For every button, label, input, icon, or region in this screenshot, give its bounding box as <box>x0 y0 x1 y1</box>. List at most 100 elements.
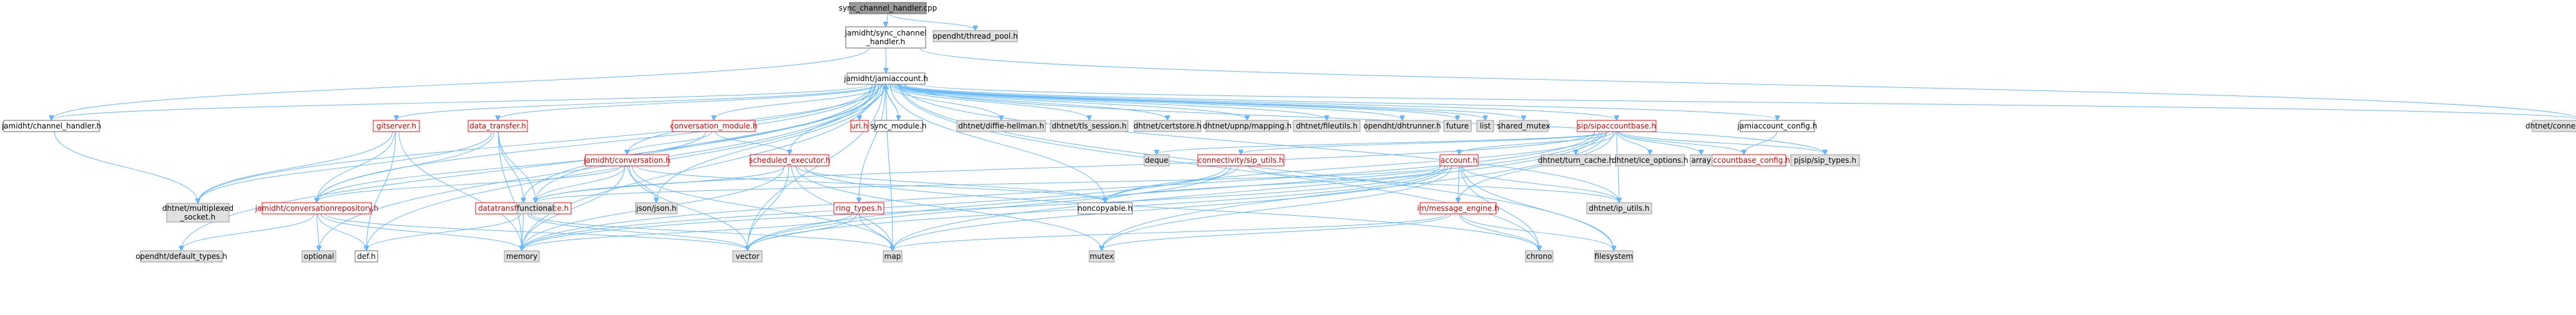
edge-ja-to-dr <box>896 84 1402 120</box>
edge-ime-to-chr <box>1459 213 1539 250</box>
node-nc[interactable]: noncopyable.h <box>1077 202 1133 215</box>
node-label: opendht/default_types.h <box>135 252 227 261</box>
node-tp: opendht/thread_pool.h <box>933 30 1018 42</box>
node-rt[interactable]: ring_types.h <box>833 202 884 215</box>
node-jconv[interactable]: jamidht/conversation.h <box>583 154 670 167</box>
edge-ja-to-dh <box>888 84 1001 120</box>
node-ime[interactable]: im/message_engine.h <box>1417 202 1499 215</box>
node-label: optional <box>304 252 335 261</box>
node-label: opendht/thread_pool.h <box>933 32 1017 41</box>
node-label: sip/sipaccountbase.h <box>1577 122 1656 130</box>
edge-jcr-to-odt <box>182 213 315 250</box>
node-jcr[interactable]: jamidht/conversationrepository.h <box>255 202 379 215</box>
edge-ch-to-ms <box>54 131 198 203</box>
edge-sab-to-ime <box>1458 131 1614 202</box>
node-label: array <box>1692 156 1711 165</box>
edge-sab-to-map <box>893 131 1603 250</box>
node-ja[interactable]: jamidht/jamiaccount.h <box>843 72 928 85</box>
edge-sab-to-deq <box>1157 131 1608 154</box>
edge-sab-to-func <box>536 131 1595 202</box>
edge-acc-to-mtx <box>1102 165 1452 250</box>
node-label: dhtnet/upnp/mapping.h <box>1203 122 1291 130</box>
node-label: dhtnet/certstore.h <box>1134 122 1202 130</box>
node-json: json/json.h <box>635 202 678 215</box>
edge-jconv-to-mem <box>522 165 625 250</box>
edge-sab-to-ice <box>1617 131 1650 154</box>
node-sch[interactable]: jamidht/sync_channel_handler.h <box>845 26 927 49</box>
edge-ja-to-chr <box>898 84 1539 250</box>
node-sabc[interactable]: sipaccountbase_config.h <box>1698 154 1790 167</box>
edge-acc-to-ime <box>1458 165 1459 202</box>
edge-self-to-tp <box>889 13 975 30</box>
edge-se-to-vec <box>748 165 790 250</box>
edge-gs-to-jcr <box>317 131 395 202</box>
node-label: _handler.h <box>866 37 905 46</box>
node-def[interactable]: def.h <box>355 250 378 263</box>
edge-jconv-to-jcr <box>317 165 622 202</box>
node-ch[interactable]: jamidht/channel_handler.h <box>1 120 101 132</box>
node-cmod[interactable]: conversation_module.h <box>670 120 758 132</box>
edge-acc-to-mem <box>522 165 1441 250</box>
node-label: json/json.h <box>635 204 677 213</box>
edge-dt-to-func <box>498 131 536 202</box>
node-cs: dhtnet/certstore.h <box>1134 120 1202 132</box>
edge-csu-to-ipu <box>1248 165 1619 202</box>
edge-ime-to-map <box>893 213 1447 250</box>
node-urih[interactable]: uri.h <box>850 120 869 132</box>
edge-cmod-to-jcr <box>317 131 707 202</box>
node-smod[interactable]: sync_module.h <box>871 120 927 132</box>
node-mem: memory <box>504 250 540 263</box>
node-gs[interactable]: gitserver.h <box>373 120 420 132</box>
node-self[interactable]: sync_channel_handler.cpp <box>839 2 937 14</box>
node-label: deque <box>1145 156 1168 165</box>
edge-dti-to-vec <box>527 213 748 250</box>
node-func: functional <box>516 202 555 215</box>
node-deq: deque <box>1144 154 1170 167</box>
node-label: filesystem <box>1595 252 1633 261</box>
node-csu[interactable]: connectivity/sip_utils.h <box>1197 154 1285 167</box>
edge-gs-to-def <box>366 131 396 250</box>
edge-gs-to-mem <box>398 131 522 250</box>
node-dt[interactable]: data_transfer.h <box>468 120 528 132</box>
node-label: dhtnet/diffie-hellman.h <box>958 122 1044 130</box>
node-label: vector <box>735 252 759 261</box>
edge-sab-to-mtx <box>1102 131 1607 250</box>
edge-dti-to-map <box>530 213 893 250</box>
edge-ja-to-nc <box>890 84 1105 202</box>
edge-ja-to-sst <box>904 84 1825 154</box>
edge-sab-to-sabc <box>1619 131 1744 154</box>
node-label: jamidht/jamiaccount.h <box>843 74 928 83</box>
node-ice: dhtnet/ice_options.h <box>1612 154 1688 167</box>
edge-ja-to-def <box>366 84 876 250</box>
edge-dti-to-def <box>366 213 521 250</box>
edge-sab-to-sst <box>1620 131 1825 154</box>
edge-ime-to-mtx <box>1102 213 1452 250</box>
node-label: sync_module.h <box>871 122 927 130</box>
edge-acc-to-func <box>536 165 1441 202</box>
edge-ja-to-dt <box>498 84 879 120</box>
edge-ja-to-vec <box>748 84 884 250</box>
node-odt: opendht/default_types.h <box>135 250 227 263</box>
node-acc[interactable]: account.h <box>1439 154 1479 167</box>
node-arr: array <box>1690 154 1713 167</box>
node-jac[interactable]: jamiaccount_config.h <box>1737 120 1818 132</box>
node-fut: future <box>1443 120 1472 132</box>
node-label: account.h <box>1441 156 1477 165</box>
edge-ja-to-upnp <box>893 84 1247 120</box>
node-label: functional <box>517 204 554 213</box>
node-vec: vector <box>732 250 763 263</box>
edge-sab-to-tc <box>1576 131 1617 154</box>
node-label: dhtnet/tls_session.h <box>1052 122 1127 130</box>
node-sab[interactable]: sip/sipaccountbase.h <box>1577 120 1657 132</box>
edge-ja-to-ch <box>52 84 870 120</box>
node-label: dhtnet/turn_cache.h <box>1538 156 1614 165</box>
edge-acc-to-fs <box>1461 165 1614 250</box>
edge-smod-to-ja <box>886 85 899 121</box>
node-se[interactable]: scheduled_executor.h <box>749 154 830 167</box>
edge-sab-to-arr <box>1618 131 1702 154</box>
edge-rt-to-mem <box>522 213 853 250</box>
edge-ja-to-odt <box>182 84 873 250</box>
node-label: data_transfer.h <box>469 122 526 130</box>
node-chr: chrono <box>1525 250 1554 263</box>
